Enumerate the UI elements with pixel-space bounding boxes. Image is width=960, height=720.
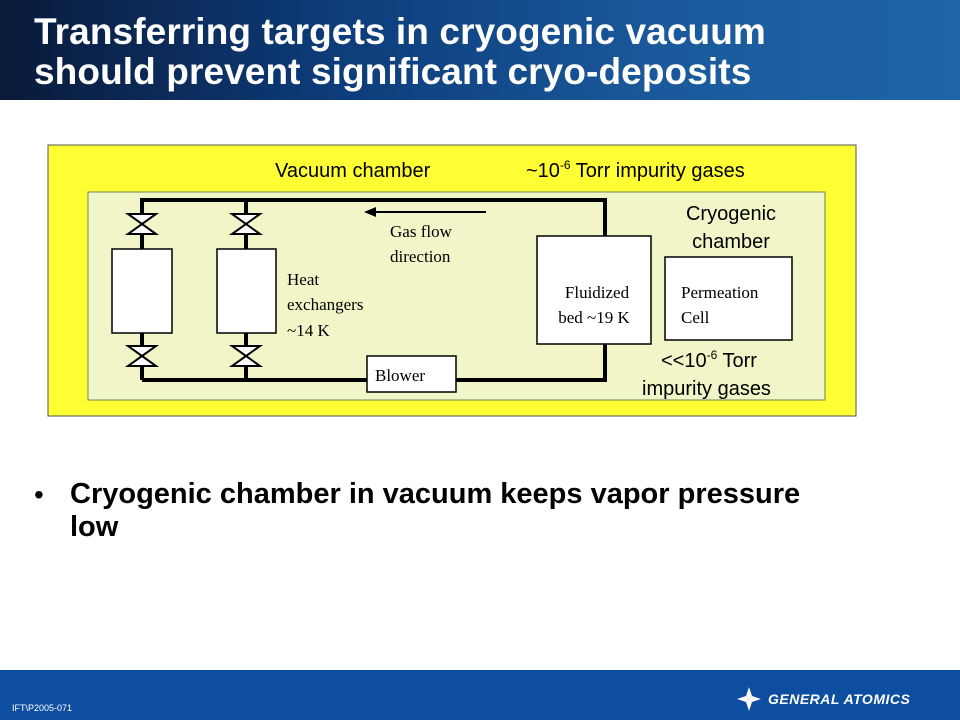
heat-exchangers-label-line-2: exchangers: [287, 295, 363, 314]
heat-exchangers-label-line-3: ~14 K: [287, 321, 330, 340]
slide-title-line-2: should prevent significant cryo-deposits: [34, 51, 752, 92]
permeation-cell-box: [664, 256, 793, 341]
blower-box: [366, 355, 457, 393]
permeation-cell-label-line-1: Permeation: [681, 283, 759, 302]
valve-top-right: [228, 213, 264, 235]
valve-bottom-right: [228, 345, 264, 367]
gas-flow-label-line-2: direction: [390, 247, 451, 266]
fluidized-bed-label-line-2: bed ~19 K: [558, 308, 630, 327]
slide-title-line-1: Transferring targets in cryogenic vacuum: [34, 11, 766, 52]
cryo-pressure-label-line-1: <<10-6 Torr: [661, 348, 757, 372]
slide-title: Transferring targets in cryogenic vacuum…: [34, 12, 766, 92]
gas-flow-label-line-1: Gas flow: [390, 222, 453, 241]
footer-logo: GENERAL ATOMICS: [736, 686, 910, 712]
vacuum-pressure-label: ~10-6 Torr impurity gases: [526, 158, 745, 182]
bullet-dot-icon: •: [34, 479, 44, 510]
footer-bar: IFT\P2005-071 GENERAL ATOMICS: [0, 670, 960, 720]
blower-label: Blower: [375, 366, 425, 385]
vacuum-chamber-label: Vacuum chamber: [275, 160, 431, 182]
bullet-text: Cryogenic chamber in vacuum keeps vapor …: [70, 478, 801, 543]
heat-exchanger-left: [111, 248, 173, 334]
heat-exchangers-label-line-1: Heat: [287, 270, 319, 289]
valve-bottom-left: [124, 345, 160, 367]
cryo-pressure-label-line-2: impurity gases: [642, 378, 771, 400]
gas-flow-arrow: [364, 207, 486, 217]
heat-exchanger-right: [216, 248, 277, 334]
cryogenic-chamber-label-line-1: Cryogenic: [686, 203, 776, 225]
valve-top-left: [124, 213, 160, 235]
footer-logo-text: GENERAL ATOMICS: [768, 691, 911, 707]
bullet-item: • Cryogenic chamber in vacuum keeps vapo…: [34, 478, 854, 544]
fluidized-bed-box: [536, 235, 652, 345]
general-atomics-logo-icon: [737, 687, 761, 711]
title-bar: Transferring targets in cryogenic vacuum…: [0, 0, 960, 100]
cryogenic-chamber-label-line-2: chamber: [692, 231, 770, 253]
fluidized-bed-label-line-1: Fluidized: [565, 283, 630, 302]
permeation-cell-label-line-2: Cell: [681, 308, 710, 327]
footer-document-code: IFT\P2005-071: [12, 703, 73, 713]
